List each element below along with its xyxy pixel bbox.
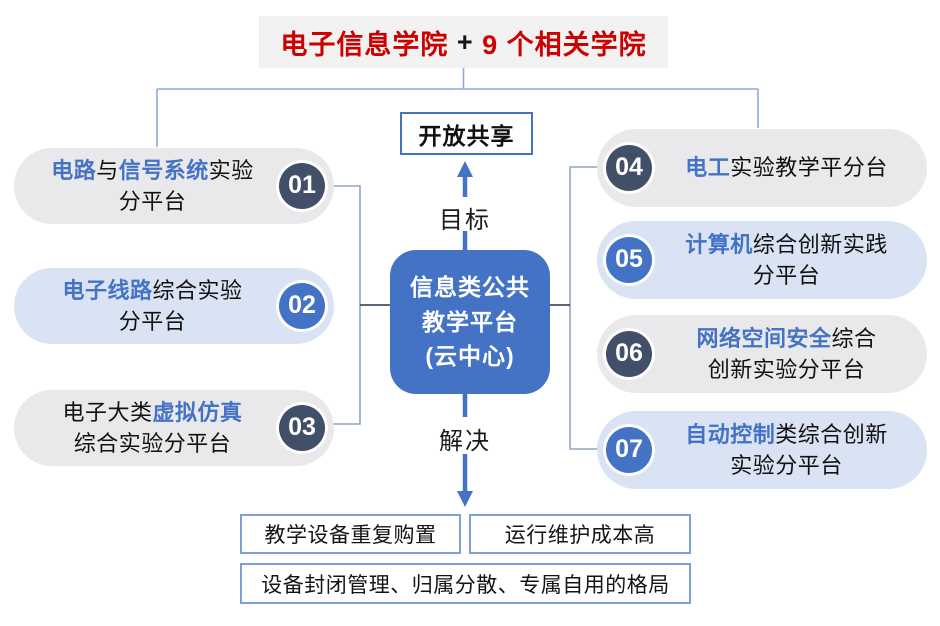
number-badge-06: 06: [606, 331, 652, 377]
platform-item-01-label: 电路与信号系统实验 分平台: [51, 157, 254, 214]
platform-item-03-label: 电子大类虚拟仿真 综合实验分平台: [62, 399, 243, 456]
number-badge-04: 04: [606, 145, 652, 191]
platform-item-03: 电子大类虚拟仿真 综合实验分平台 03: [14, 390, 334, 466]
goal-box-label: 开放共享: [418, 122, 515, 149]
solve-arrow-down: [457, 394, 473, 507]
problem-box-duplicate-purchase: 教学设备重复购置: [240, 514, 461, 554]
title-banner: 电子信息学院 + 9 个相关学院: [259, 16, 668, 68]
platform-item-05-label: 计算机综合创新实践 分平台: [685, 231, 888, 288]
problem-box-closed-management: 设备封闭管理、归属分散、专属自用的格局: [240, 563, 691, 604]
number-badge-05: 05: [606, 237, 652, 283]
platform-item-02: 电子线路综合实验 分平台 02: [14, 268, 334, 344]
solve-arrow-label: 解决: [439, 428, 491, 455]
right-bracket: [569, 166, 604, 450]
number-badge-07: 07: [606, 427, 652, 473]
platform-item-04: 04 电工实验教学平分台: [597, 129, 927, 207]
number-badge-03: 03: [279, 405, 325, 451]
platform-item-06-label: 网络空间安全综合 创新实验分平台: [696, 325, 877, 382]
hub-cloud-center: 信息类公共 教学平台 (云中心): [390, 250, 550, 394]
platform-item-01: 电路与信号系统实验 分平台 01: [14, 148, 334, 224]
number-badge-01: 01: [279, 163, 325, 209]
tree-connector: [156, 68, 759, 147]
platform-item-05: 05 计算机综合创新实践 分平台: [597, 221, 927, 299]
goal-box: 开放共享: [400, 112, 533, 155]
platform-item-02-label: 电子线路综合实验 分平台: [62, 277, 243, 334]
platform-item-07-label: 自动控制类综合创新 实验分平台: [685, 421, 888, 478]
platform-item-06: 06 网络空间安全综合 创新实验分平台: [597, 315, 927, 393]
goal-arrow-up: [457, 161, 473, 251]
number-badge-02: 02: [279, 283, 325, 329]
platform-item-07: 07 自动控制类综合创新 实验分平台: [597, 411, 927, 489]
platform-item-04-label: 电工实验教学平分台: [685, 155, 888, 181]
problem-box-maintenance-cost: 运行维护成本高: [469, 514, 691, 554]
goal-arrow-label: 目标: [439, 207, 491, 234]
